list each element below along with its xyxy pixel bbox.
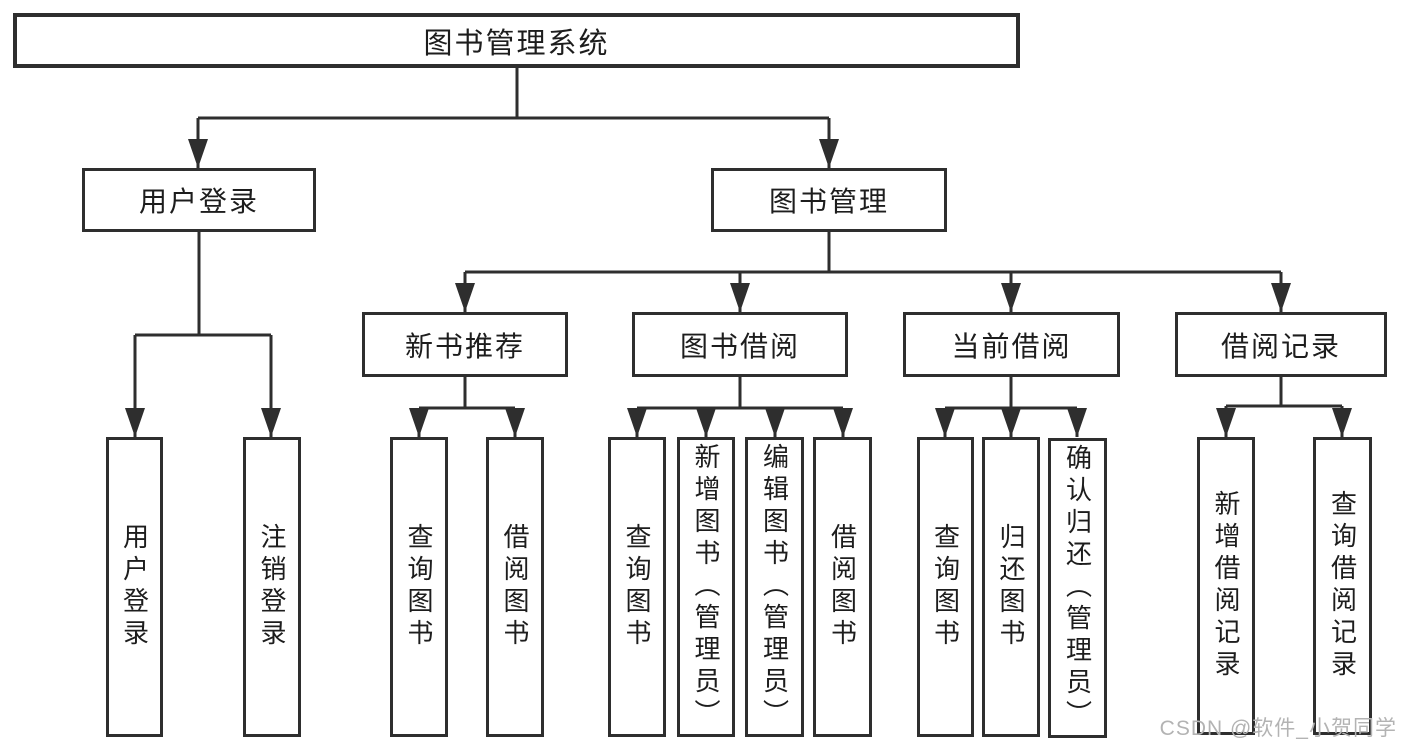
leaf-borrow-books-recommend: 借阅图书 bbox=[486, 437, 544, 737]
node-book-borrowing: 图书借阅 bbox=[632, 312, 848, 377]
leaf-logout: 注销登录 bbox=[243, 437, 301, 737]
node-user-login: 用户登录 bbox=[82, 168, 316, 232]
leaf-borrow-books-borrowing: 借阅图书 bbox=[813, 437, 872, 737]
leaf-query-books-recommend: 查询图书 bbox=[390, 437, 448, 737]
node-book-management-system: 图书管理系统 bbox=[13, 13, 1020, 68]
leaf-edit-books-admin: 编辑图书（管理员） bbox=[745, 437, 804, 737]
leaf-query-borrow-record: 查询借阅记录 bbox=[1313, 437, 1372, 735]
leaf-query-books-borrowing: 查询图书 bbox=[608, 437, 666, 737]
node-borrowing-records: 借阅记录 bbox=[1175, 312, 1387, 377]
node-current-borrowing: 当前借阅 bbox=[903, 312, 1120, 377]
leaf-query-books-current: 查询图书 bbox=[917, 437, 974, 737]
leaf-add-borrow-record: 新增借阅记录 bbox=[1197, 437, 1255, 735]
watermark: CSDN @软件_小贺同学 bbox=[1159, 717, 1397, 740]
leaf-add-books-admin: 新增图书（管理员） bbox=[677, 437, 735, 737]
connector-arrows bbox=[125, 118, 1352, 437]
leaf-return-books: 归还图书 bbox=[982, 437, 1040, 737]
node-new-book-recommendation: 新书推荐 bbox=[362, 312, 568, 377]
leaf-confirm-return-admin: 确认归还（管理员） bbox=[1048, 438, 1107, 738]
node-book-management: 图书管理 bbox=[711, 168, 947, 232]
connector-rails bbox=[135, 68, 1342, 410]
leaf-user-login: 用户登录 bbox=[106, 437, 163, 737]
